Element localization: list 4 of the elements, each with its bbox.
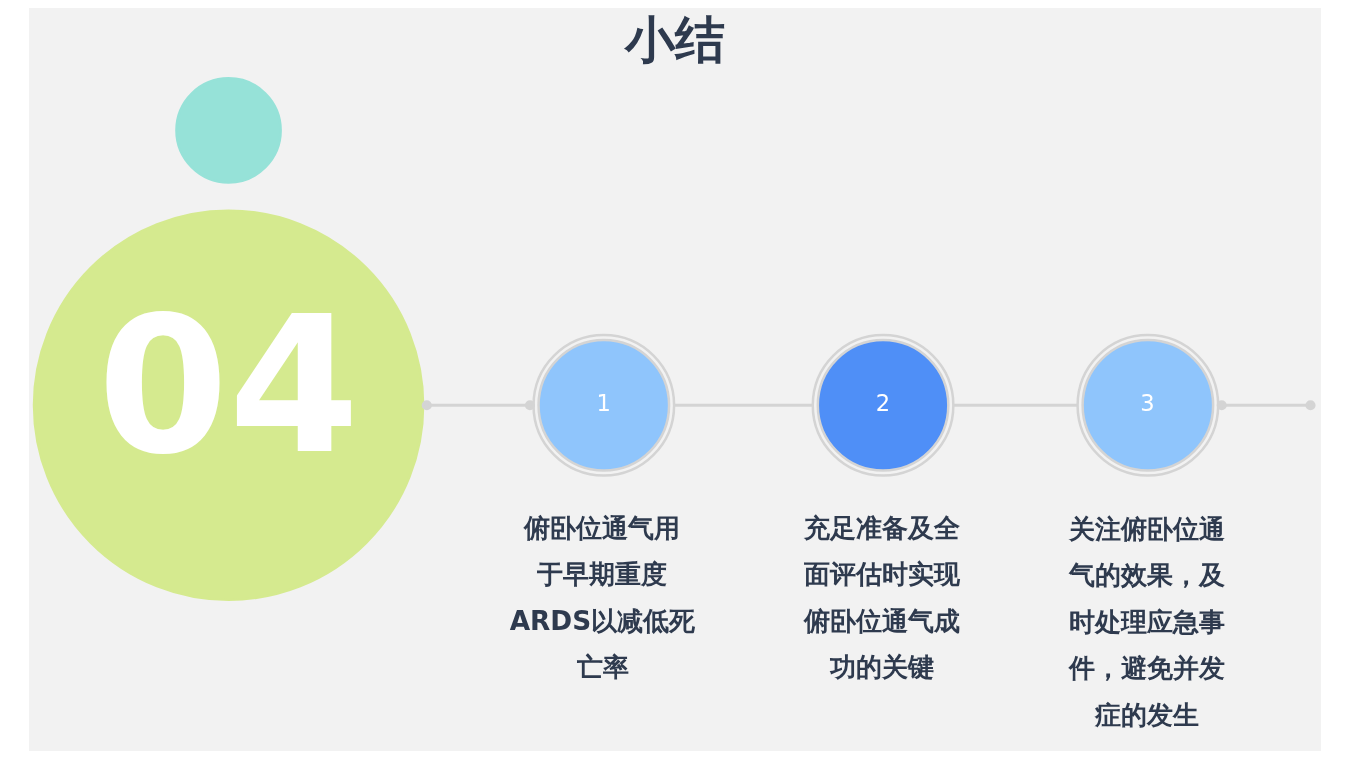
node-label: 俯卧位通气用于早期重度ARDS以减低死亡率 [509, 512, 696, 683]
diagram-title: 小结 [624, 9, 725, 69]
node-label: 关注俯卧位通气的效果，及时处理应急事件，避免并发症的发生 [1068, 514, 1225, 730]
node-label: 充足准备及全面评估时实现俯卧位通气成功的关键 [803, 512, 960, 683]
